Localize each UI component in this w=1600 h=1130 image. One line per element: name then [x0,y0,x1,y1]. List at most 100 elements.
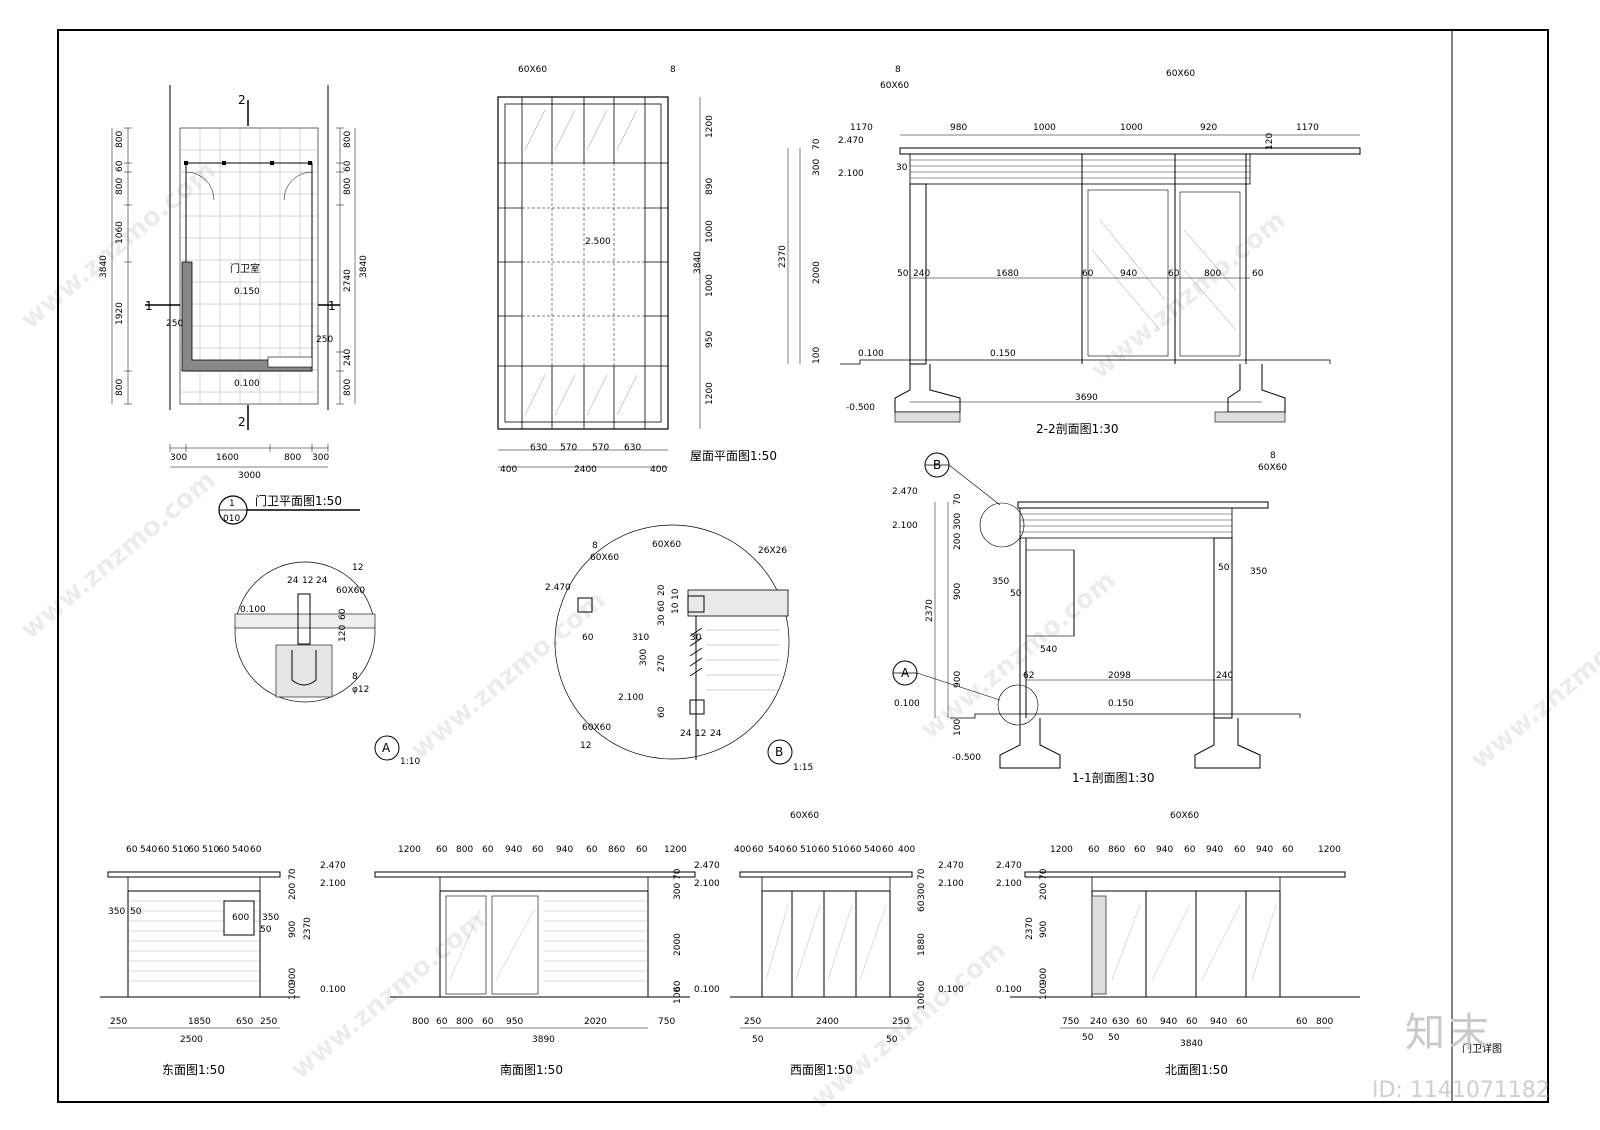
svg-text:940: 940 [556,845,573,855]
svg-text:24: 24 [680,729,692,739]
plan-room-label: 门卫室 [230,262,260,275]
svg-text:570: 570 [592,443,609,453]
svg-text:400: 400 [500,465,517,475]
svg-text:800: 800 [343,131,353,148]
svg-text:300: 300 [673,883,683,900]
svg-text:300: 300 [312,453,329,463]
svg-text:50: 50 [752,1035,764,1045]
svg-text:800: 800 [456,845,473,855]
section-2-2-title: 2-2剖面图1:30 [1036,422,1119,436]
floor-plan-text: 800 60 800 1060 1920 800 3840 800 60 800… [99,93,369,525]
svg-text:510: 510 [202,845,219,855]
svg-text:60: 60 [158,845,170,855]
svg-text:0.100: 0.100 [234,379,260,389]
svg-text:0.100: 0.100 [694,985,720,995]
svg-text:1200: 1200 [664,845,687,855]
svg-text:60: 60 [786,845,798,855]
svg-text:2: 2 [238,415,246,429]
svg-text:940: 940 [1120,269,1137,279]
section-2-2-text: 1170 980 1000 1000 920 1170 50 240 1680 … [778,65,1319,436]
svg-text:-0.500: -0.500 [952,753,981,763]
svg-text:8: 8 [670,65,676,75]
svg-text:2740: 2740 [343,269,353,292]
detail-a-text: A 1:10 24 12 24 60 120 0.100 12 60X60 8 … [240,563,420,767]
svg-text:800: 800 [412,1017,429,1027]
svg-text:250: 250 [110,1017,127,1027]
svg-text:0.150: 0.150 [234,287,260,297]
sheet-name: 门卫详图 [1462,1042,1502,1055]
svg-text:100: 100 [673,987,683,1004]
section-2-2 [787,134,1361,423]
svg-text:2.100: 2.100 [320,879,346,889]
svg-text:70: 70 [953,493,963,505]
svg-text:10: 10 [671,588,681,600]
svg-text:120: 120 [1265,133,1275,150]
svg-text:1060: 1060 [115,221,125,244]
svg-text:540: 540 [864,845,881,855]
svg-text:2.100: 2.100 [694,879,720,889]
svg-text:1000: 1000 [705,274,715,297]
svg-text:2000: 2000 [812,261,822,284]
svg-text:1200: 1200 [705,115,715,138]
svg-text:1:15: 1:15 [793,763,813,773]
svg-text:100: 100 [288,983,298,1000]
svg-text:60: 60 [818,845,830,855]
svg-text:60: 60 [126,845,138,855]
svg-text:60: 60 [482,845,494,855]
svg-text:2370: 2370 [778,245,788,268]
svg-text:860: 860 [608,845,625,855]
svg-text:940: 940 [1256,845,1273,855]
svg-text:240: 240 [343,349,353,366]
svg-text:50: 50 [897,269,909,279]
svg-text:30: 30 [657,614,667,626]
svg-text:750: 750 [658,1017,675,1027]
svg-text:1200: 1200 [705,382,715,405]
detail-b [554,524,793,765]
svg-text:3000: 3000 [238,471,261,481]
svg-text:60X60: 60X60 [1258,463,1287,473]
svg-text:240: 240 [913,269,930,279]
svg-text:800: 800 [1204,269,1221,279]
svg-text:0.100: 0.100 [858,349,884,359]
svg-text:300: 300 [953,513,963,530]
detail-a [234,561,400,761]
svg-text:540: 540 [140,845,157,855]
svg-text:920: 920 [1200,123,1217,133]
svg-text:-0.500: -0.500 [846,403,875,413]
svg-text:60: 60 [1236,1017,1248,1027]
roof-plan-text: 60X60 8 2.500 1200 890 1000 1000 950 120… [500,65,777,475]
svg-text:1200: 1200 [1050,845,1073,855]
east-elevation-text: 60 540 60 510 60 510 60 540 60 250 1850 … [108,845,346,1077]
svg-text:60X60: 60X60 [590,553,619,563]
svg-text:940: 940 [1210,1017,1227,1027]
svg-text:60X60: 60X60 [582,723,611,733]
svg-text:300: 300 [812,159,822,176]
svg-text:1170: 1170 [850,123,873,133]
svg-text:800: 800 [1316,1017,1333,1027]
svg-text:980: 980 [950,123,967,133]
svg-text:1170: 1170 [1296,123,1319,133]
svg-text:60: 60 [1082,269,1094,279]
north-elevation-text: 60X60 1200 60 860 60 940 60 940 60 940 6… [996,811,1341,1077]
svg-text:630: 630 [1112,1017,1129,1027]
svg-text:60: 60 [1184,845,1196,855]
svg-text:1880: 1880 [917,933,927,956]
svg-text:60: 60 [188,845,200,855]
svg-text:B: B [775,745,783,759]
svg-text:60: 60 [250,845,262,855]
svg-text:940: 940 [1160,1017,1177,1027]
svg-text:250: 250 [892,1017,909,1027]
svg-text:0.100: 0.100 [938,985,964,995]
svg-text:60: 60 [1088,845,1100,855]
svg-text:3840: 3840 [1180,1039,1203,1049]
svg-text:0.100: 0.100 [240,605,266,615]
svg-text:250: 250 [316,335,333,345]
svg-text:1200: 1200 [398,845,421,855]
svg-text:60: 60 [1282,845,1294,855]
detail-marker-b: B [933,458,941,472]
svg-text:2.100: 2.100 [618,693,644,703]
svg-text:400: 400 [734,845,751,855]
svg-text:900: 900 [288,968,298,985]
svg-text:70: 70 [1039,868,1049,880]
svg-text:30: 30 [896,163,908,173]
